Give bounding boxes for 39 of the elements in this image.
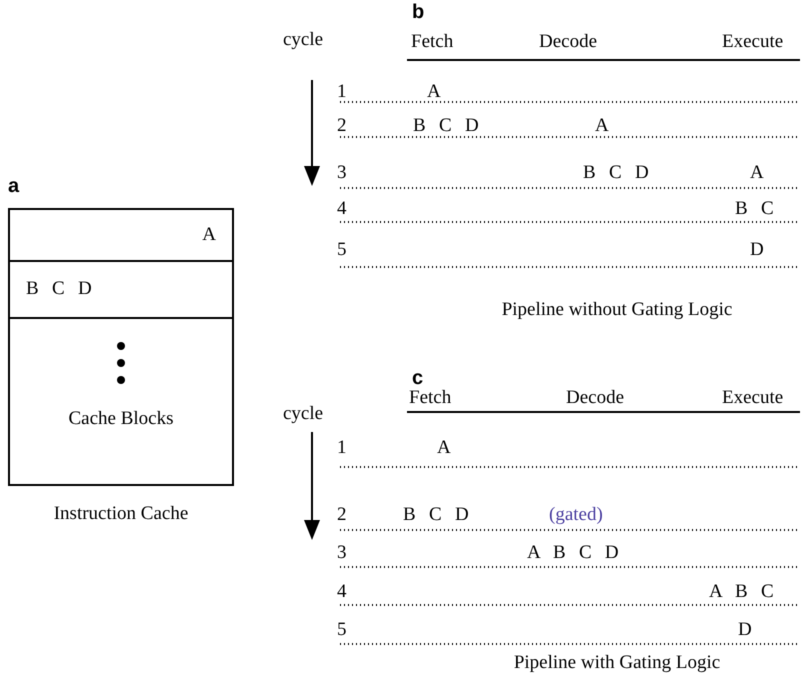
cycle-number: 1 xyxy=(337,436,346,460)
cycle-number: 4 xyxy=(337,197,346,221)
instruction-label: B C D xyxy=(26,277,92,302)
column-header: Execute xyxy=(722,386,784,410)
instruction-label: B C D xyxy=(413,114,479,138)
instruction-label: B C D xyxy=(403,503,469,527)
cache-box xyxy=(8,208,234,486)
instruction-label: A B C D xyxy=(527,541,619,565)
box-caption: Instruction Cache xyxy=(54,502,188,526)
instruction-label: D xyxy=(738,618,752,642)
figure-caption: Pipeline without Gating Logic xyxy=(502,298,732,322)
cycle-number: 1 xyxy=(337,80,346,104)
cycle-number: 5 xyxy=(337,618,346,642)
instruction-label: D xyxy=(750,238,764,262)
panel-label: b xyxy=(412,0,424,25)
cycle-number: 4 xyxy=(337,580,346,604)
instruction-label: B C xyxy=(735,197,774,221)
instruction-label: A xyxy=(437,436,451,460)
column-header: cycle xyxy=(283,402,324,426)
instruction-label: A B C xyxy=(709,580,774,604)
instruction-label: A xyxy=(595,114,609,138)
cycle-number: 2 xyxy=(337,503,346,527)
column-header: Fetch xyxy=(411,30,454,54)
column-header: cycle xyxy=(283,28,324,52)
column-header: Execute xyxy=(722,30,784,54)
column-header: Decode xyxy=(539,30,598,54)
instruction-label: A xyxy=(750,161,764,185)
figure-caption: Pipeline with Gating Logic xyxy=(514,651,720,673)
instruction-label: A xyxy=(202,222,216,247)
cycle-number: 3 xyxy=(337,541,346,565)
panel-label: a xyxy=(8,174,20,199)
instruction-label: B C D xyxy=(583,161,649,185)
instruction-label: A xyxy=(427,80,441,104)
cycle-number: 5 xyxy=(337,238,346,262)
cycle-number: 3 xyxy=(337,161,346,185)
block-label: Cache Blocks xyxy=(68,407,174,431)
column-header: Decode xyxy=(566,386,624,410)
gated-note: (gated) xyxy=(549,503,603,527)
cycle-number: 2 xyxy=(337,114,346,138)
